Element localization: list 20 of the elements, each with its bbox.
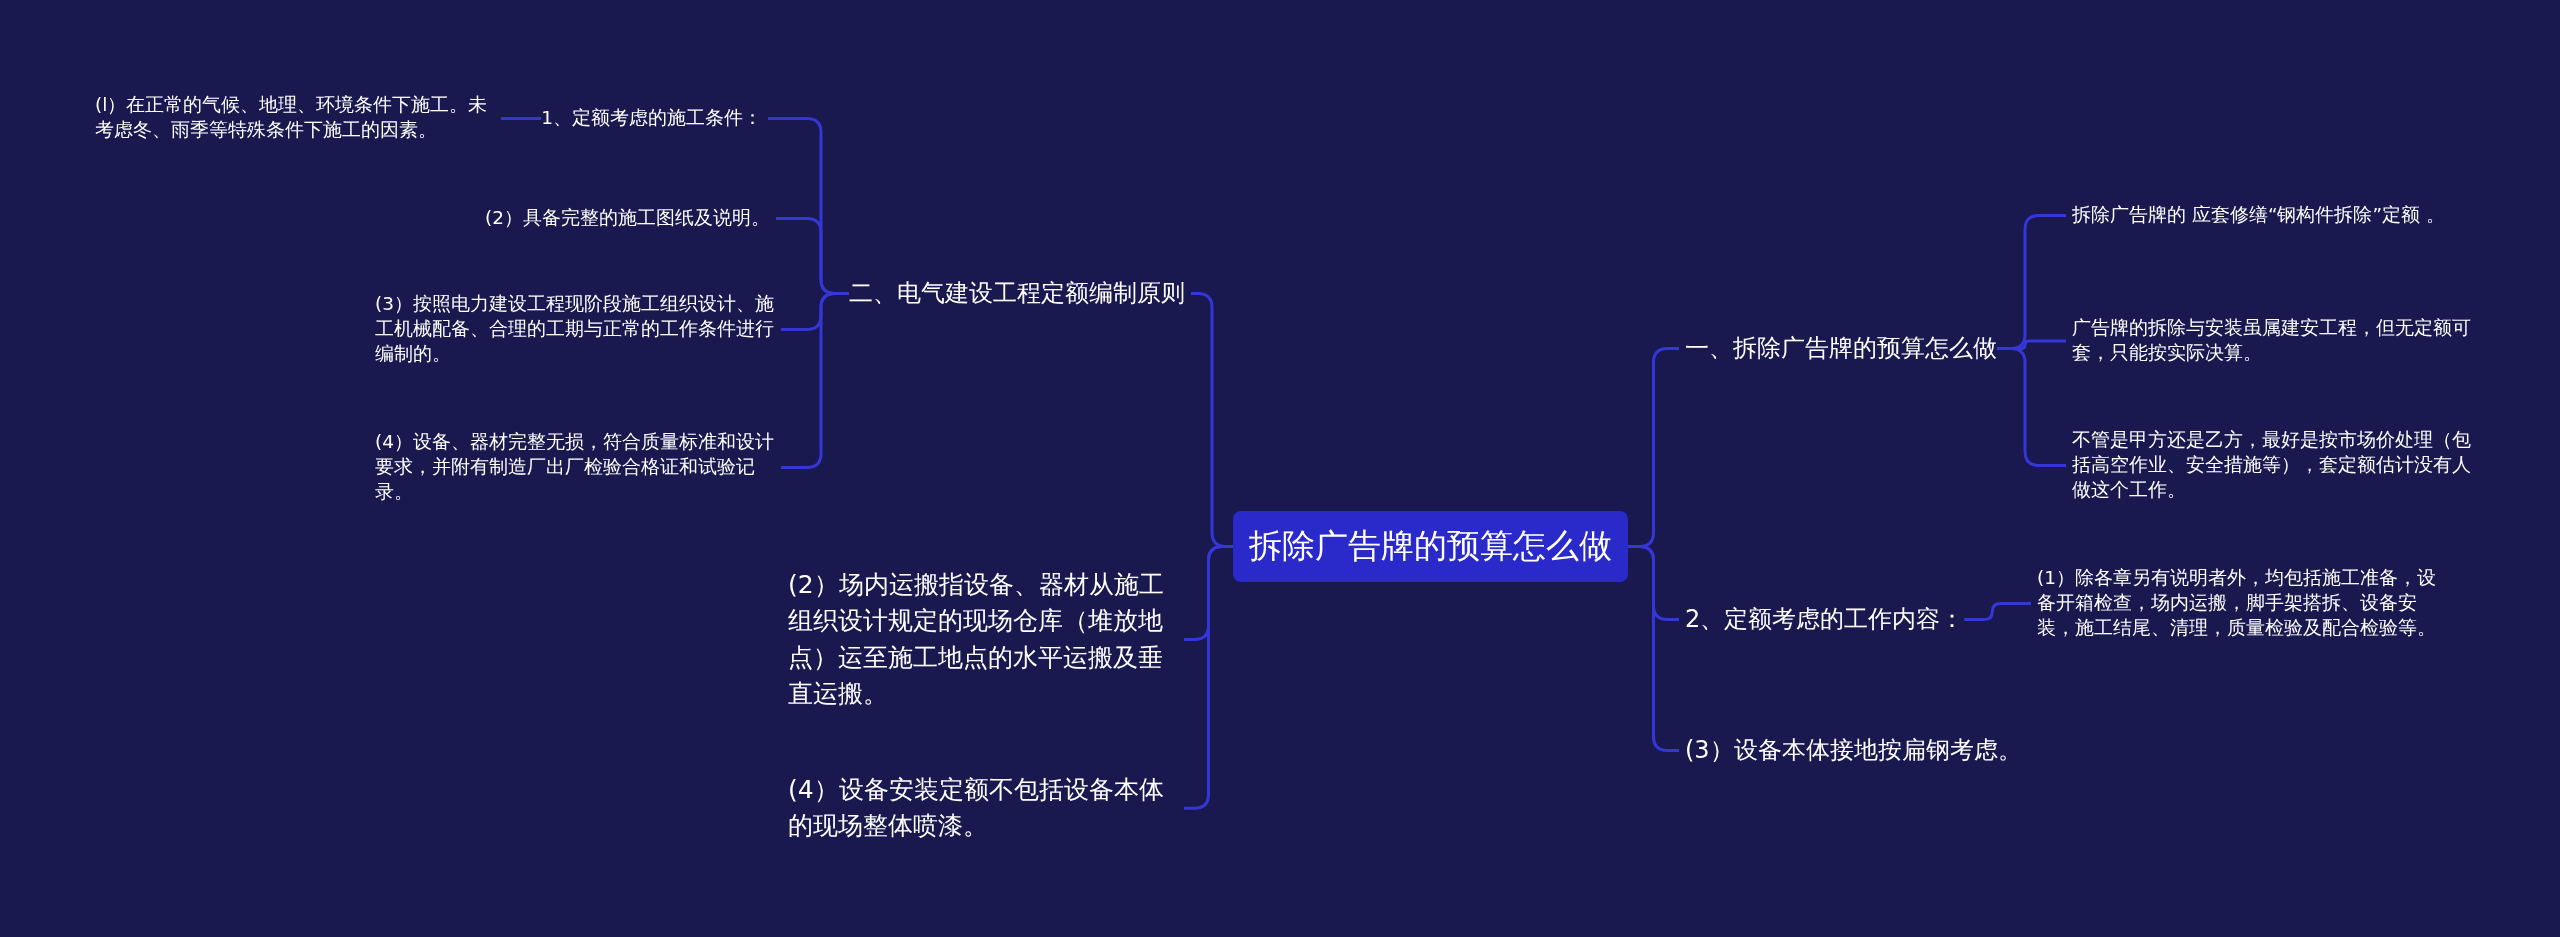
connector-line — [501, 117, 542, 120]
root-topic-box: 拆除广告牌的预算怎么做 — [1233, 511, 1628, 582]
subtopic-text: (1）除各章另有说明者外，均包括施工准备，设备开箱检查，场内运搬，脚手架搭拆、设备安装，施工结尾、清理，质量检验及配合检验等。 — [2037, 566, 2447, 641]
subtopic-text: (2）具备完整的施工图纸及说明。 — [485, 206, 770, 231]
topic-text: (2）场内运搬指设备、器材从施工组织设计规定的现场仓库（堆放地点）运至施工地点的水平运搬及垂直运搬。 — [788, 567, 1178, 712]
subtopic-text: 不管是甲方还是乙方，最好是按市场价处理（包括高空作业、安全措施等），套定额估计没有人做这个工作。 — [2072, 428, 2482, 503]
subtopic-text: 1、定额考虑的施工条件： — [541, 106, 762, 131]
topic-text: 二、电气建设工程定额编制原则 — [849, 278, 1185, 310]
connector-line — [1997, 347, 2066, 467]
connector-line — [1964, 601, 2031, 622]
topic-text: 一、拆除广告牌的预算怎么做 — [1685, 333, 1997, 365]
subtopic-text: (l）在正常的气候、地理、环境条件下施工。未考虑冬、雨季等特殊条件下施工的因素。 — [95, 93, 495, 143]
topic-text: 2、定额考虑的工作内容： — [1685, 604, 1965, 636]
topic-text: (4）设备安装定额不包括设备本体的现场整体喷漆。 — [788, 772, 1178, 845]
connector-line — [781, 292, 849, 469]
subtopic-text: 拆除广告牌的 应套修缮“钢构件拆除”定额 。 — [2072, 203, 2482, 228]
subtopic-text: (3）按照电力建设工程现阶段施工组织设计、施工机械配备、合理的工期与正常的工作条件进行编制的。 — [375, 292, 775, 367]
subtopic-text: (4）设备、器材完整无损，符合质量标准和设计要求，并附有制造厂出厂检验合格证和试验记录。 — [375, 430, 775, 505]
subtopic-text: 广告牌的拆除与安装虽属建安工程，但无定额可套，只能按实际决算。 — [2072, 316, 2482, 366]
topic-text: (3）设备本体接地按扁钢考虑。 — [1685, 735, 2022, 767]
